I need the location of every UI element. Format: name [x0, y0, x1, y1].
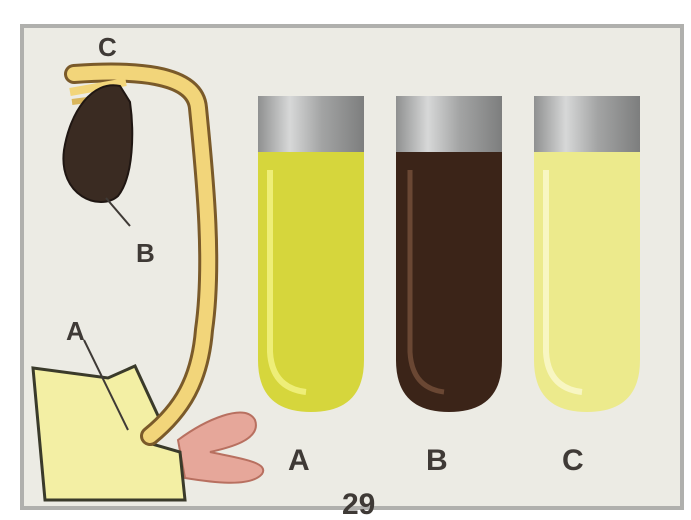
anatomy-label-b: B — [136, 238, 155, 268]
tube-c — [534, 96, 640, 412]
tube-c-cap — [534, 96, 640, 152]
anatomy-label-c: C — [98, 32, 117, 62]
tube-b-cap — [396, 96, 502, 152]
anatomy-label-a: A — [66, 316, 85, 346]
tube-label-a: A — [288, 444, 310, 477]
tube-label-b: B — [426, 444, 448, 477]
tube-a — [258, 96, 364, 412]
tube-b — [396, 96, 502, 412]
figure-number: 29 — [342, 488, 375, 520]
tube-label-c: C — [562, 444, 584, 477]
tube-a-cap — [258, 96, 364, 152]
